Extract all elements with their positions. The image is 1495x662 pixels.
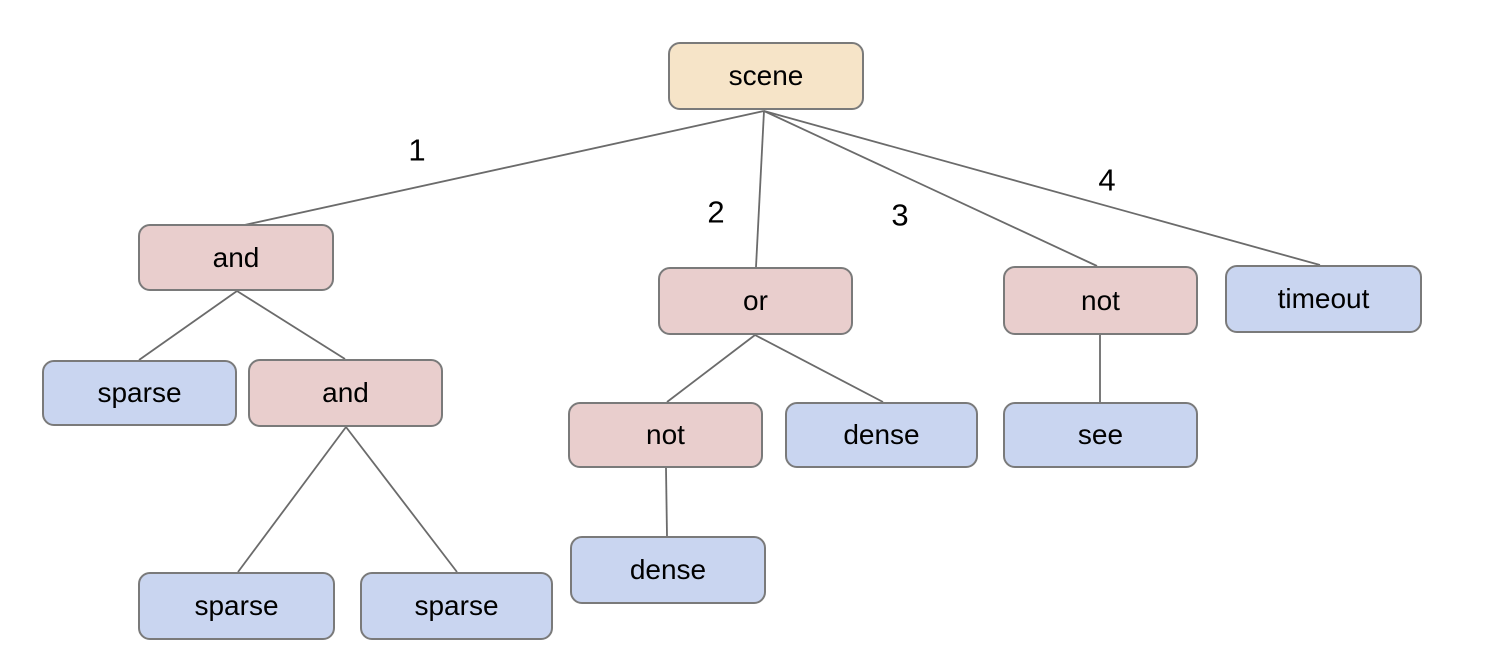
edge-or1-not2 [666,334,756,403]
node-and2: and [248,359,443,427]
node-label: not [646,419,685,450]
edge-label-1: 1 [408,133,425,168]
edge-and2-sparse3 [345,426,458,573]
edge-scene-and1 [239,110,765,227]
node-or1: or [658,267,853,335]
node-label: dense [843,419,920,450]
edge-label-3: 3 [891,198,908,233]
edge-scene-not1 [763,110,1098,267]
node-dense1: dense [785,402,978,468]
node-label: see [1077,419,1124,450]
node-sparse2: sparse [138,572,335,640]
node-label: dense [629,554,707,585]
node-dense2: dense [570,536,766,604]
node-and1: and [138,224,334,291]
node-label: or [743,285,768,316]
node-see: see [1003,402,1198,468]
edge-scene-or1 [755,110,765,268]
node-timeout: timeout [1225,265,1422,333]
node-sparse3: sparse [360,572,553,640]
edge-scene-timeout [763,110,1321,266]
node-not2: not [568,402,763,468]
node-label: and [212,241,260,273]
node-scene: scene [668,42,864,110]
edge-or1-dense1 [754,334,884,403]
edge-and2-sparse2 [237,426,347,573]
node-sparse1: sparse [42,360,237,426]
node-label: scene [728,60,804,91]
node-label: sparse [97,377,182,408]
edge-and1-sparse1 [138,290,238,361]
node-label: sparse [414,590,499,621]
edge-and1-and2 [236,290,346,360]
node-label: sparse [194,590,279,621]
edge-not2-dense2 [665,467,668,537]
edge-label-2: 2 [707,195,724,230]
node-label: timeout [1277,283,1370,314]
edge-label-4: 4 [1098,163,1115,198]
node-not1: not [1003,266,1198,335]
node-label: and [322,377,369,408]
node-label: not [1081,284,1120,316]
